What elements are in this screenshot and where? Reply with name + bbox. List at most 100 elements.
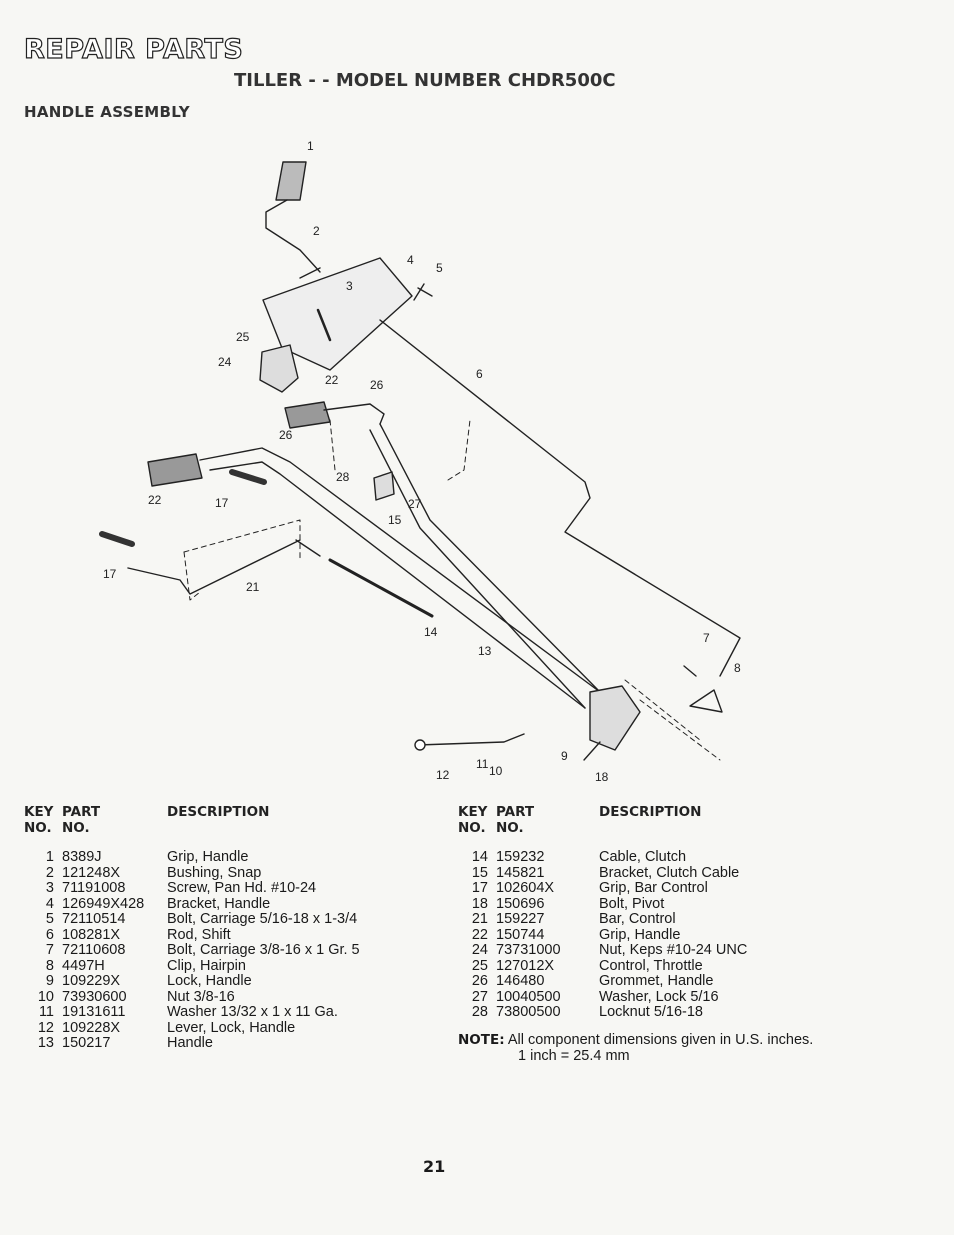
key-no-cell: 4	[45, 895, 54, 912]
callout: 24	[218, 355, 232, 369]
callout: 25	[236, 330, 250, 344]
part-no-cell: 159232	[496, 849, 545, 865]
description-cell: Locknut 5/16-18	[599, 1004, 703, 1020]
carriage-bolt-part	[413, 283, 433, 301]
table-row: 2 121248X Bushing, Snap	[24, 864, 360, 882]
description-cell: Grip, Handle	[599, 926, 681, 943]
hairpin-clip-part	[689, 689, 723, 713]
part-no-cell: 19131611	[62, 1004, 126, 1020]
description-cell: Grommet, Handle	[599, 973, 714, 989]
key-no-cell: 22	[471, 926, 488, 943]
part-no-cell: 72110514	[62, 911, 126, 927]
part-no-cell: 121248X	[62, 864, 121, 881]
key-no-cell: 13	[37, 1035, 54, 1051]
part-no-cell: 145821	[496, 864, 545, 881]
page-number: 21	[423, 1157, 446, 1176]
description-cell: Bushing, Snap	[167, 864, 262, 881]
description-cell: Handle	[167, 1035, 213, 1051]
description-cell: Control, Throttle	[599, 957, 703, 974]
callout: 26	[370, 378, 384, 392]
handle-assembly-diagram: 1 2 3 4 5 25 24 22 26 6 26 28 27 15 22 1…	[99, 139, 741, 784]
shift-rod-part	[379, 319, 741, 677]
upper-grip-part	[284, 401, 331, 429]
table-row: 26 146480 Grommet, Handle	[458, 973, 747, 990]
key-no-cell: 3	[45, 880, 54, 896]
model-title: TILLER - - MODEL NUMBER CHDR500C	[234, 70, 616, 91]
description-cell: Grip, Bar Control	[599, 880, 708, 896]
key-no-cell: 1	[45, 849, 54, 865]
callout: 10	[489, 764, 503, 778]
description-cell: Bolt, Carriage 3/8-16 x 1 Gr. 5	[167, 942, 360, 958]
key-no-cell: 6	[45, 926, 54, 943]
description-cell: Nut 3/8-16	[167, 988, 235, 1005]
part-no-cell: 109229X	[62, 973, 121, 989]
section-title: HANDLE ASSEMBLY	[24, 103, 190, 121]
callout: 14	[424, 625, 438, 639]
description-cell: Washer, Lock 5/16	[599, 988, 719, 1005]
key-no-cell: 2	[45, 864, 54, 881]
callout: 13	[478, 644, 492, 658]
key-no-cell: 15	[471, 864, 488, 881]
part-no-cell: 4497H	[62, 957, 105, 974]
key-no-cell: 12	[37, 1019, 54, 1036]
key-no-cell: 28	[471, 1004, 488, 1020]
callout: 21	[246, 580, 260, 594]
part-no-cell: 150217	[62, 1035, 111, 1051]
table-row: 4 126949X428 Bracket, Handle	[24, 895, 360, 913]
part-no-cell: 126949X428	[62, 895, 145, 912]
part-no-cell: 73930600	[62, 988, 127, 1005]
key-no-cell: 18	[471, 895, 488, 912]
table-row: 10 73930600 Nut 3/8-16	[24, 988, 360, 1006]
page-title: REPAIR PARTS	[23, 33, 244, 65]
table-row: 15 145821 Bracket, Clutch Cable	[458, 864, 747, 882]
callout: 12	[436, 768, 450, 782]
key-no-cell: 10	[37, 988, 54, 1005]
part-no-cell: 102604X	[496, 880, 555, 896]
callout: 28	[336, 470, 350, 484]
control-bar-part	[127, 539, 301, 595]
dimension-note: NOTE: All component dimensions given in …	[458, 1032, 813, 1064]
key-no-cell: 26	[471, 973, 488, 989]
part-no-cell: 73800500	[496, 1004, 561, 1020]
callout: 5	[436, 261, 443, 275]
handle-main-part	[199, 447, 601, 693]
part-no-cell: 8389J	[62, 849, 102, 865]
callout: 15	[388, 513, 402, 527]
callout: 3	[346, 279, 353, 293]
description-cell: Rod, Shift	[167, 926, 231, 943]
key-no-cell: 17	[471, 880, 488, 896]
callout: 2	[313, 224, 320, 238]
callout: 27	[408, 497, 422, 511]
key-no-cell: 21	[471, 911, 488, 927]
part-no-cell: 146480	[496, 973, 545, 989]
key-no-cell: 9	[45, 973, 54, 989]
description-cell: Lever, Lock, Handle	[167, 1019, 296, 1036]
callout: 8	[734, 661, 741, 675]
key-no-cell: 8	[45, 957, 54, 974]
key-no-cell: 14	[471, 849, 488, 865]
table-row: 28 73800500 Locknut 5/16-18	[458, 1004, 747, 1021]
description-cell: Washer 13/32 x 1 x 11 Ga.	[167, 1004, 338, 1020]
description-header: DESCRIPTION	[599, 804, 702, 820]
bar-control-grip	[99, 531, 135, 547]
callout: 18	[595, 770, 609, 784]
part-no-cell: 159227	[496, 911, 545, 927]
callout: 7	[703, 631, 710, 645]
key-no-cell: 11	[38, 1004, 54, 1020]
description-cell: Bracket, Handle	[167, 895, 271, 912]
description-cell: Bracket, Clutch Cable	[599, 864, 740, 881]
pivot-bolt-part	[583, 741, 601, 761]
